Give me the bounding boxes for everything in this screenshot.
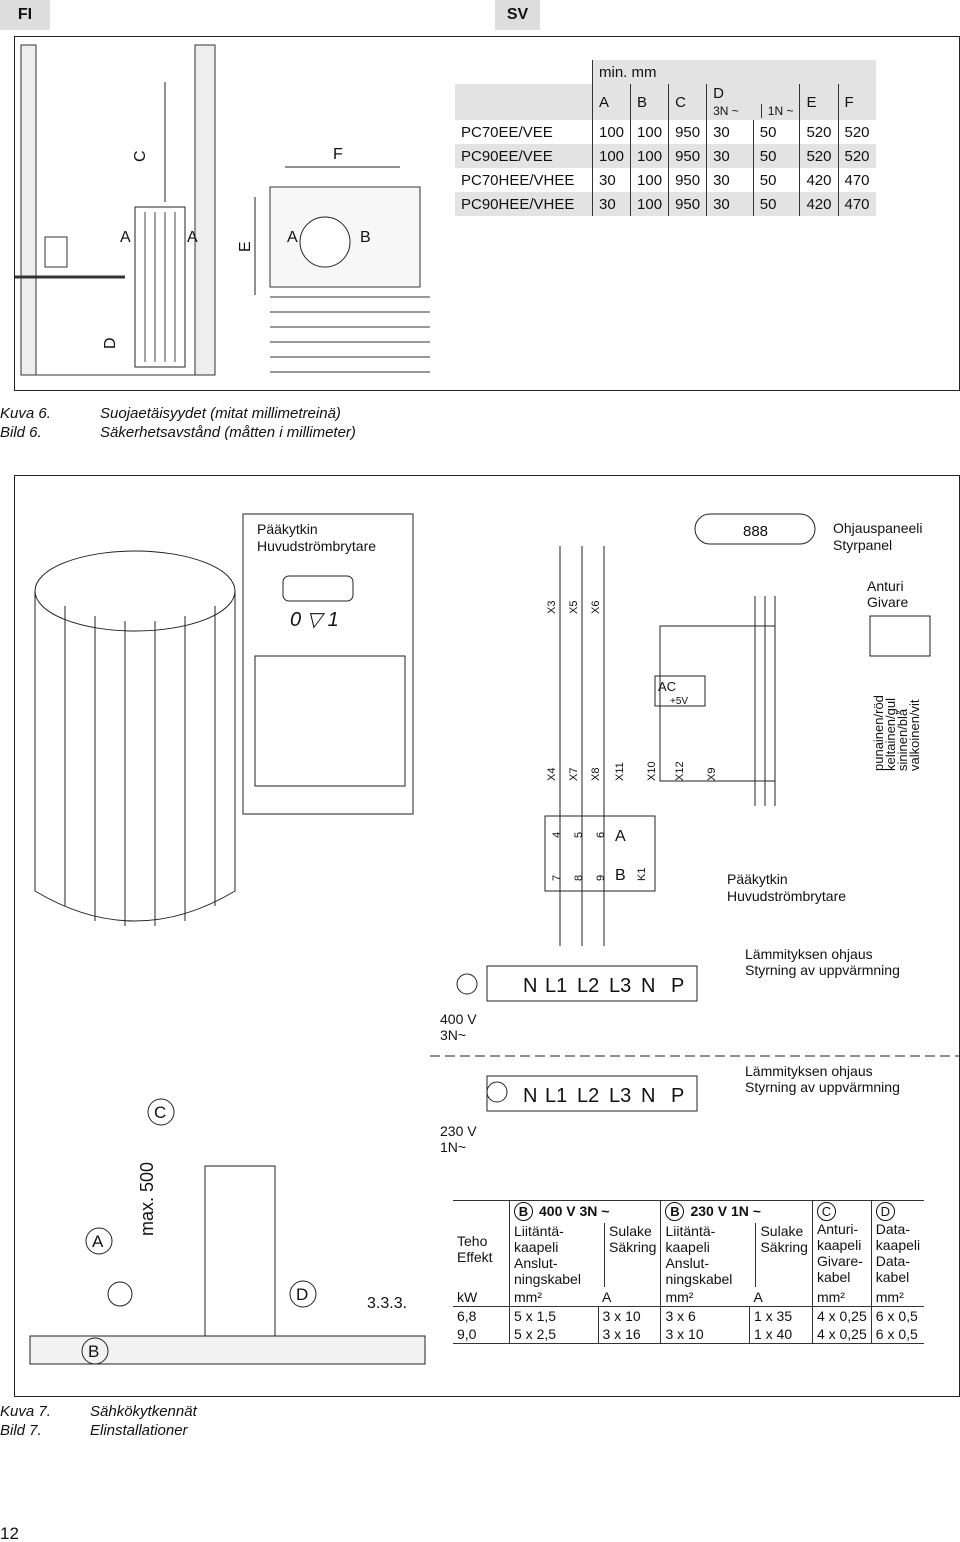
unit-header: min. mm — [591, 60, 876, 84]
figure-7: Pääkytkin Huvudströmbrytare 0 ▽ 1 888 Oh… — [14, 475, 960, 1397]
svg-text:C: C — [154, 1103, 166, 1122]
sensor-label-sv: Givare — [867, 594, 908, 610]
svg-text:max. 500: max. 500 — [137, 1162, 157, 1236]
tab-sv: SV — [495, 0, 540, 30]
svg-text:X9: X9 — [706, 768, 718, 781]
tab-fi: FI — [0, 0, 50, 30]
col-b: B — [630, 84, 669, 120]
5v-label: +5V — [670, 696, 688, 707]
svg-text:L2: L2 — [577, 1085, 599, 1107]
svg-text:keltainen/gul: keltainen/gul — [883, 698, 898, 771]
col-f: F — [837, 84, 876, 120]
svg-text:X11: X11 — [614, 762, 626, 781]
label-a-left: A — [120, 229, 131, 246]
svg-text:4: 4 — [551, 832, 563, 838]
main-switch-label-sv: Huvudströmbrytare — [257, 538, 376, 554]
figure-6-caption: Kuva 6.Suojaetäisyydet (mitat millimetre… — [0, 405, 356, 441]
svg-text:A: A — [92, 1232, 104, 1251]
label-c: C — [132, 150, 149, 162]
svg-text:B: B — [615, 867, 626, 884]
svg-text:P: P — [671, 1085, 684, 1107]
svg-text:X5: X5 — [568, 601, 580, 614]
svg-text:Lämmityksen ohjaus: Lämmityksen ohjaus — [745, 946, 873, 962]
figure-7-caption: Kuva 7.Sähkökytkennät Bild 7.Elinstallat… — [0, 1403, 197, 1439]
panel-label-fi: Ohjauspaneeli — [833, 520, 923, 536]
main-switch-label-fi: Pääkytkin — [257, 521, 318, 537]
svg-text:L3: L3 — [609, 1085, 631, 1107]
figure-6: C A A D E F A B — [14, 36, 960, 391]
svg-text:Styrning av uppvärmning: Styrning av uppvärmning — [745, 1079, 900, 1095]
svg-text:B: B — [88, 1342, 99, 1361]
svg-text:N: N — [523, 975, 537, 997]
label-b: B — [360, 229, 371, 246]
svg-text:N: N — [523, 1085, 537, 1107]
panel-display: 888 — [743, 523, 768, 540]
label-a-right: A — [187, 229, 198, 246]
svg-text:X6: X6 — [590, 601, 602, 614]
svg-text:X8: X8 — [590, 768, 602, 781]
col-a: A — [591, 84, 631, 120]
svg-text:8: 8 — [573, 875, 585, 881]
svg-text:L1: L1 — [545, 975, 567, 997]
svg-text:3N~: 3N~ — [440, 1027, 466, 1043]
heater-illustration — [34, 550, 236, 926]
label-d: D — [102, 337, 119, 349]
switch-symbol: 0 ▽ 1 — [290, 609, 339, 631]
svg-text:valkoinen/vit: valkoinen/vit — [907, 699, 922, 771]
svg-text:sininen/blå: sininen/blå — [895, 708, 910, 771]
svg-text:Lämmityksen ohjaus: Lämmityksen ohjaus — [745, 1063, 873, 1079]
safety-distance-diagram: C A A D E F A B — [15, 44, 430, 376]
panel-label-sv: Styrpanel — [833, 537, 892, 553]
page-number: 12 — [0, 1524, 19, 1542]
svg-text:7: 7 — [551, 875, 563, 881]
svg-text:A: A — [615, 828, 626, 845]
svg-text:230 V: 230 V — [440, 1123, 477, 1139]
switch-label-sv: Huvudströmbrytare — [727, 888, 846, 904]
switch-label-fi: Pääkytkin — [727, 871, 788, 887]
svg-text:1N~: 1N~ — [440, 1139, 466, 1155]
col-e: E — [799, 84, 838, 120]
wiring-diagram: Pääkytkin Huvudströmbrytare 0 ▽ 1 888 Oh… — [29, 513, 959, 1365]
svg-text:X12: X12 — [674, 761, 686, 781]
svg-text:3.3.3.: 3.3.3. — [367, 1295, 407, 1312]
label-f: F — [333, 146, 343, 163]
svg-text:5: 5 — [573, 832, 585, 838]
svg-text:Styrning av uppvärmning: Styrning av uppvärmning — [745, 962, 900, 978]
svg-text:N: N — [641, 975, 655, 997]
sensor-label-fi: Anturi — [867, 578, 904, 594]
label-e: E — [237, 241, 254, 252]
svg-text:L3: L3 — [609, 975, 631, 997]
svg-text:punainen/röd: punainen/röd — [871, 695, 886, 771]
col-c: C — [668, 84, 707, 120]
svg-text:X10: X10 — [646, 761, 658, 781]
svg-text:X4: X4 — [546, 768, 558, 781]
label-a-side: A — [287, 229, 298, 246]
svg-text:9: 9 — [595, 875, 607, 881]
svg-text:K1: K1 — [636, 868, 648, 881]
svg-text:X3: X3 — [546, 601, 558, 614]
svg-text:6: 6 — [595, 832, 607, 838]
ac-label: AC — [658, 679, 676, 694]
svg-text:D: D — [296, 1285, 308, 1304]
svg-text:400 V: 400 V — [440, 1011, 477, 1027]
svg-text:P: P — [671, 975, 684, 997]
svg-text:X7: X7 — [568, 768, 580, 781]
svg-text:N: N — [641, 1085, 655, 1107]
svg-text:L1: L1 — [545, 1085, 567, 1107]
svg-text:L2: L2 — [577, 975, 599, 997]
